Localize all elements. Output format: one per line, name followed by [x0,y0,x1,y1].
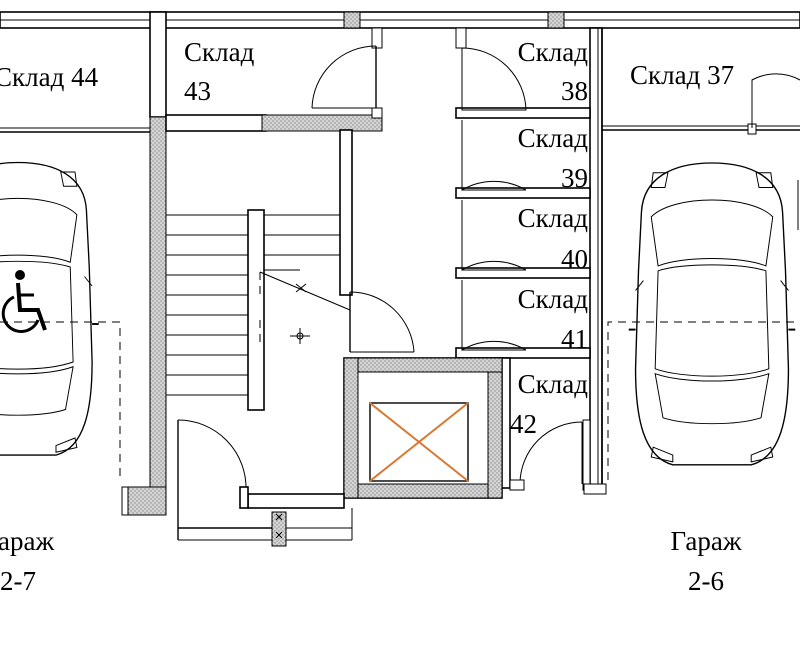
sklad-37-label: Склад 37 [630,60,734,90]
garage-left-number: 2-7 [0,566,36,596]
staircase-icon [166,129,353,411]
garage-left-label: аpаж [0,526,54,556]
sklad-43-number: 43 [184,76,211,106]
sklad-40-number: 40 [561,244,588,274]
left-column-wall [121,11,167,516]
car-icon [0,161,100,457]
sklad-38-label: Склад [518,37,589,67]
right-garage-area [583,28,800,495]
wheelchair-icon [1,270,47,333]
storage-column [455,27,603,491]
sklad-43-room [165,27,383,132]
sklad-40-label: Склад [518,203,589,233]
elevator-shaft [343,357,503,499]
sklad-41-number: 41 [561,324,588,354]
left-garage-area [0,127,150,480]
exit-door [177,419,353,547]
sklad-44-label: Склад 44 [0,62,99,92]
sklad-38-number: 38 [561,76,588,106]
stair-door [349,291,415,353]
sklad-43-label: Склад [184,37,255,67]
garage-right-number: 2-6 [688,566,724,596]
sklad-42-label: Склад [518,369,589,399]
sklad-41-label: Склад [518,284,589,314]
sklad-39-label: Склад [518,123,589,153]
garage-right-label: Гараж [670,526,741,556]
sklad-42-number: 42 [510,409,537,439]
car-icon [627,162,797,466]
top-outer-wall [0,11,800,29]
sklad-39-number: 39 [561,163,588,193]
